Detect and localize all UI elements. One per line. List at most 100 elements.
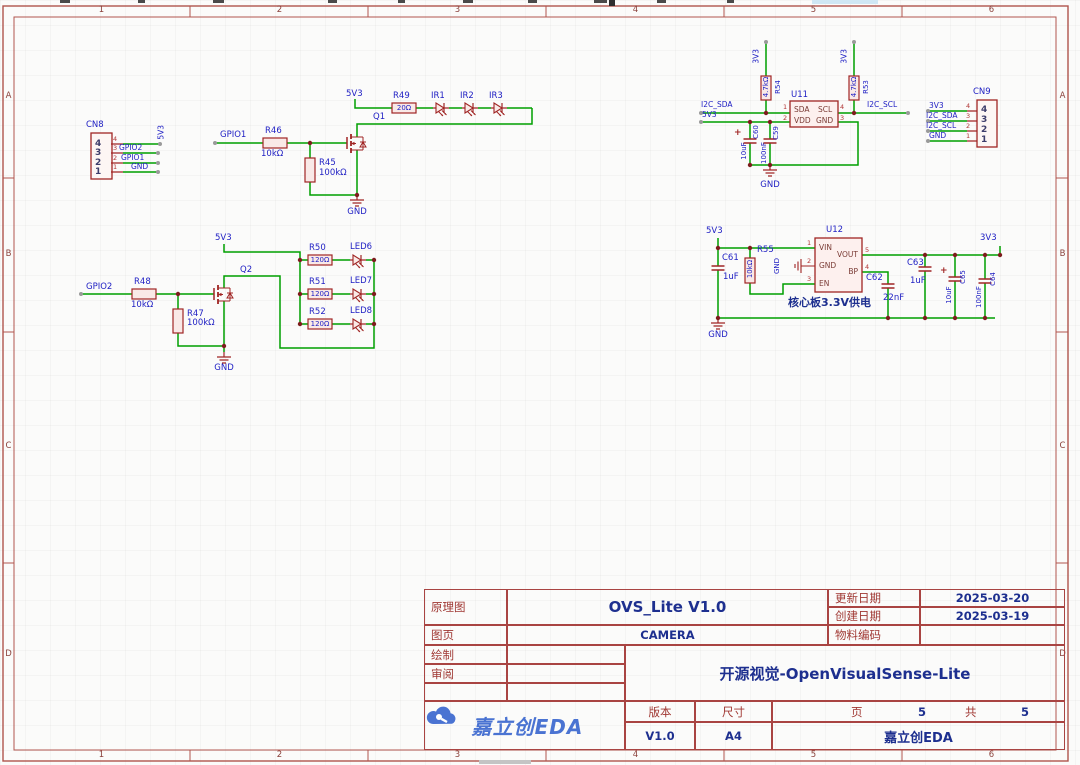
connector-cn8[interactable] [90,132,123,180]
u11-ref-label[interactable]: U11 [791,90,809,100]
net-label-i2c-scl[interactable]: I2C_SCL [926,121,957,130]
c65-ref-label[interactable]: C65 [958,270,967,284]
c61-value-label[interactable]: 1uF [723,272,739,282]
sheet-name-cell[interactable]: CAMERA [507,625,828,645]
r52-value-label[interactable]: 120Ω [310,320,330,328]
project-title-cell[interactable]: 开源视觉-OpenVisualSense-Lite [625,645,1065,701]
gnd-symbol-q2[interactable] [216,351,232,364]
net-label-5v3[interactable]: 5V3 [156,124,166,140]
gnd-label[interactable]: GND [760,180,780,190]
r46-ref-label[interactable]: R46 [265,126,282,136]
u12-ref-label[interactable]: U12 [826,225,844,235]
gnd-label[interactable]: GND [708,330,728,340]
drawn-value-cell[interactable] [507,645,625,664]
version-value-cell[interactable]: V1.0 [625,722,695,750]
r45-ref-label[interactable]: R45 [319,158,336,168]
net-label-gnd[interactable]: GND [929,131,947,140]
c62-ref-label[interactable]: C62 [866,273,883,283]
reviewed-value-cell[interactable] [507,664,625,683]
diode-ir1[interactable] [432,102,450,117]
connector-cn9[interactable] [967,99,998,148]
r54-value-label[interactable]: 4.7kΩ [761,76,770,98]
capacitor-c61[interactable] [710,265,726,271]
c64-ref-label[interactable]: C64 [988,272,997,286]
power-label-3v3[interactable]: 3V3 [751,48,761,64]
mosfet-q2[interactable] [213,284,234,305]
q2-ref-label[interactable]: Q2 [240,265,253,275]
net-label-gpio2[interactable]: GPIO2 [86,282,113,292]
updated-date-cell[interactable]: 2025-03-20 [920,589,1065,607]
r46-value-label[interactable]: 10kΩ [261,149,284,159]
r45-value-label[interactable]: 100kΩ [319,168,347,178]
cn9-ref-label[interactable]: CN9 [973,87,991,97]
net-label-3v3[interactable]: 3V3 [929,101,944,110]
net-label-gpio1[interactable]: GPIO1 [121,153,145,162]
led6-ref-label[interactable]: LED6 [350,242,373,252]
u12-pin2-gnd-label[interactable]: GND [772,257,781,275]
diode-led7[interactable] [349,288,367,303]
core-power-note[interactable]: 核心板3.3V供电 [788,296,871,309]
diode-ir3[interactable] [490,102,508,117]
r51-value-label[interactable]: 120Ω [310,290,330,298]
c59-ref-label[interactable]: C59 [771,126,780,140]
r55-ref-label[interactable]: R55 [757,245,774,255]
cn8-ref-label[interactable]: CN8 [86,120,104,130]
r50-ref-label[interactable]: R50 [309,243,326,253]
gnd-label[interactable]: GND [347,207,367,217]
r55-value-label[interactable]: 10kΩ [745,259,754,279]
diode-led8[interactable] [349,318,367,333]
material-value-cell[interactable] [920,625,1065,645]
net-label-i2c-sda[interactable]: I2C_SDA [926,111,958,120]
ir3-ref-label[interactable]: IR3 [489,91,503,101]
net-label-gpio2[interactable]: GPIO2 [119,143,143,152]
r48-value-label[interactable]: 10kΩ [131,300,154,310]
c65-value-label[interactable]: 10uF [944,286,953,304]
r48-ref-label[interactable]: R48 [134,277,151,287]
net-label-gnd[interactable]: GND [131,162,149,171]
gnd-label[interactable]: GND [214,363,234,373]
r54-ref-label[interactable]: R54 [773,80,782,94]
led8-ref-label[interactable]: LED8 [350,306,373,316]
power-label-5v3[interactable]: 5V3 [706,226,723,236]
led7-ref-label[interactable]: LED7 [350,276,373,286]
r53-value-label[interactable]: 4.7kΩ [849,76,858,98]
c64-value-label[interactable]: 100nF [974,286,983,308]
c60-value-label[interactable]: 10uF [739,142,748,160]
net-label-5v3[interactable]: 5V3 [702,110,717,119]
c63-value-label[interactable]: 1uF [910,276,926,286]
net-label-gpio1[interactable]: GPIO1 [220,130,247,140]
r47-value-label[interactable]: 100kΩ [187,318,215,328]
net-label-i2c-scl[interactable]: I2C_SCL [867,100,898,109]
r49-ref-label[interactable]: R49 [393,91,410,101]
net-label-i2c-sda[interactable]: I2C_SDA [701,100,733,109]
c59-value-label[interactable]: 100nF [759,142,768,164]
c62-value-label[interactable]: 22nF [883,293,905,303]
resistors[interactable] [131,75,860,334]
r51-ref-label[interactable]: R51 [309,277,326,287]
ir1-ref-label[interactable]: IR1 [431,91,445,101]
r47-ref-label[interactable]: R47 [187,309,204,319]
power-label-3v3[interactable]: 3V3 [839,48,849,64]
capacitor-c62[interactable] [880,283,896,289]
c61-ref-label[interactable]: C61 [722,253,739,263]
mosfet-q1[interactable] [346,133,367,154]
r53-ref-label[interactable]: R53 [861,80,870,94]
r50-value-label[interactable]: 120Ω [310,256,330,264]
q1-ref-label[interactable]: Q1 [373,112,386,122]
r52-ref-label[interactable]: R52 [309,307,326,317]
schematic-name-cell[interactable]: OVS_Lite V1.0 [507,589,828,625]
ic-u11[interactable] [789,100,839,128]
wires-led-circuit[interactable] [81,244,375,352]
ir2-ref-label[interactable]: IR2 [460,91,474,101]
power-label-5v3[interactable]: 5V3 [215,233,232,243]
size-value-cell[interactable]: A4 [695,722,772,750]
r49-value-label[interactable]: 20Ω [396,104,412,112]
c63-ref-label[interactable]: C63 [907,258,924,268]
wires-ir-circuit[interactable] [123,99,533,196]
diode-led6[interactable] [349,254,367,269]
ic-u12[interactable] [794,237,863,293]
c60-ref-label[interactable]: C60 [751,125,760,139]
created-date-cell[interactable]: 2025-03-19 [920,607,1065,625]
power-label-3v3[interactable]: 3V3 [980,233,997,243]
